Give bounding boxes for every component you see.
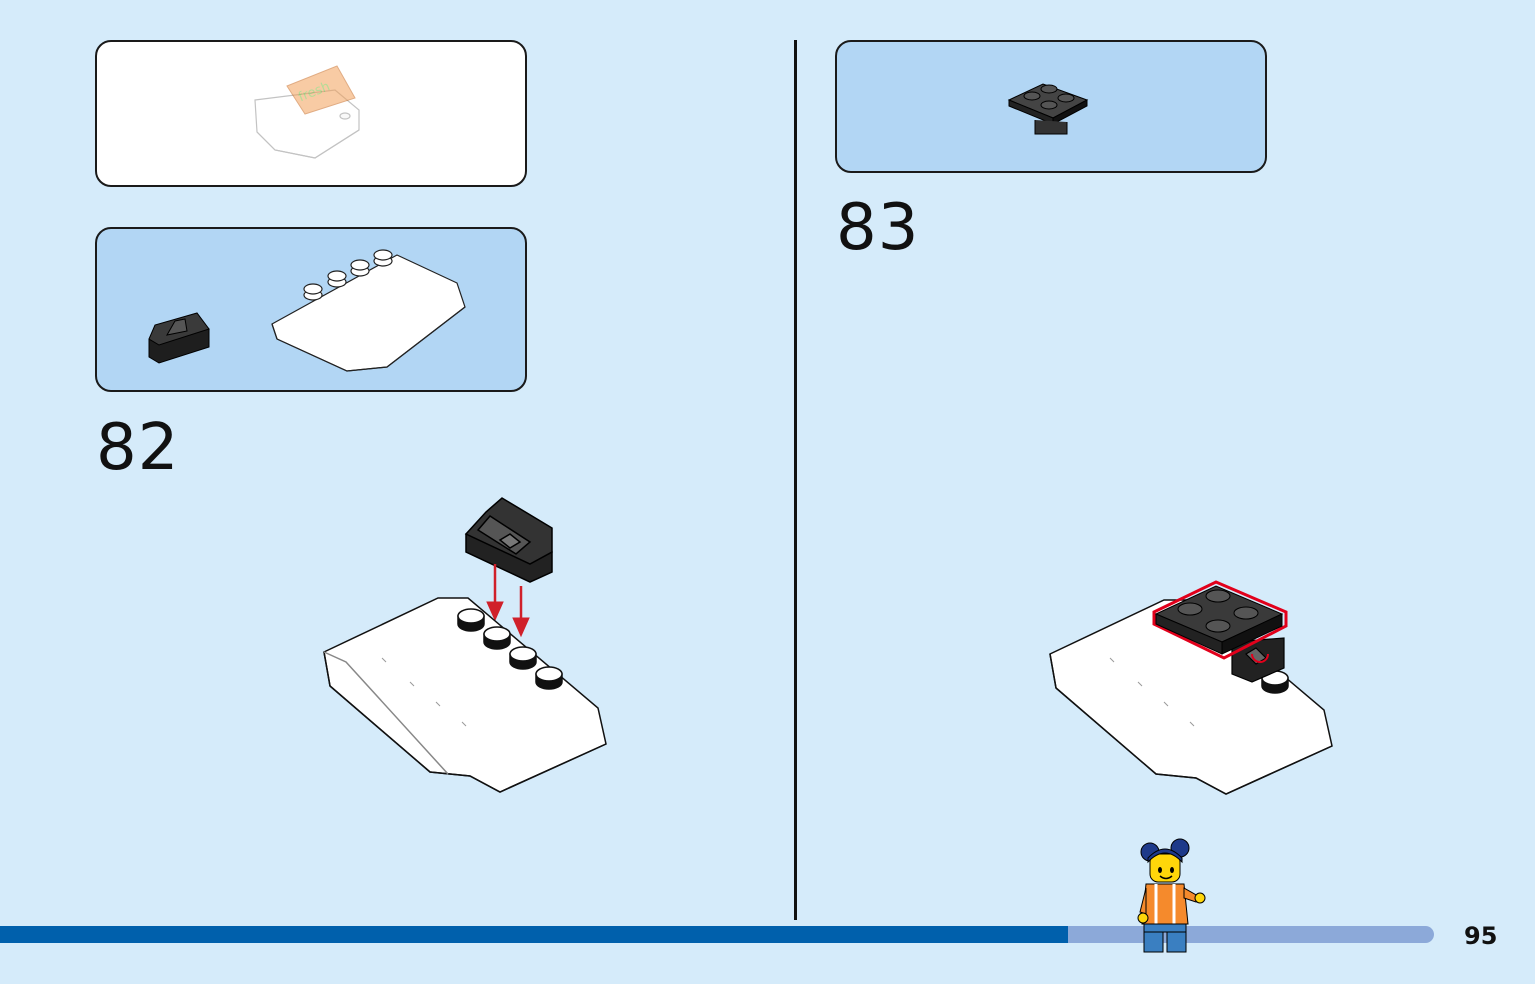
parts-callout-step-82 — [95, 227, 527, 392]
column-divider — [794, 40, 797, 920]
previous-assembly-callout: fresh — [95, 40, 527, 187]
wedge-studs — [457, 608, 563, 690]
faded-assembly-preview: fresh — [254, 65, 360, 159]
progress-fill — [0, 926, 1069, 943]
parts-callout-step-83 — [835, 40, 1267, 173]
page-number: 95 — [1464, 922, 1498, 950]
arrow-down-icon — [486, 564, 530, 638]
step-number-82: 82 — [96, 411, 180, 485]
minifigure-icon — [1137, 838, 1206, 953]
highlighted-plate — [1152, 580, 1288, 663]
black-bracket-part — [464, 497, 553, 583]
white-wedge-part — [323, 597, 607, 793]
step-number-83: 83 — [836, 191, 920, 265]
black-plate-part — [1007, 83, 1089, 135]
step-83-assembly — [1049, 580, 1333, 795]
black-bracket-part — [148, 312, 210, 364]
step-82-assembly — [323, 497, 607, 793]
white-wedge-part — [271, 249, 466, 372]
